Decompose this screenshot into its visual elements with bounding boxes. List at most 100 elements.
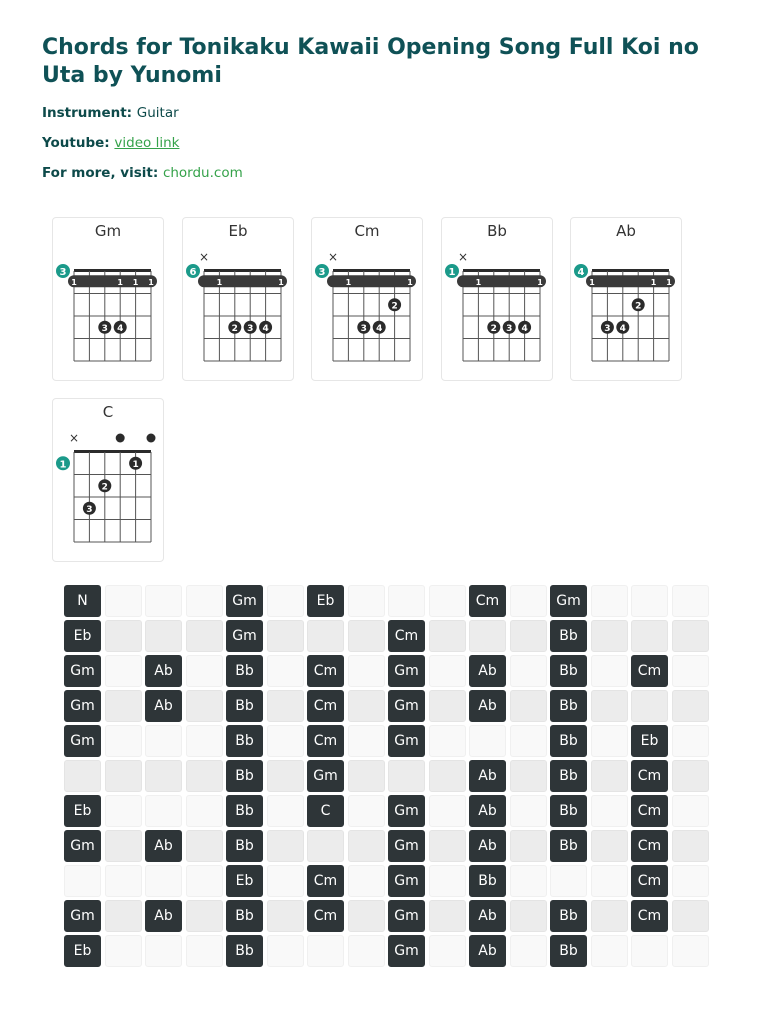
chord-cell[interactable]: Cm <box>307 655 344 687</box>
chord-cell[interactable]: Cm <box>307 865 344 897</box>
chord-cell[interactable]: Ab <box>469 795 506 827</box>
chord-cell[interactable]: Eb <box>631 725 668 757</box>
chord-cell[interactable]: Gm <box>388 830 425 862</box>
chord-cell[interactable]: N <box>64 585 101 617</box>
finger-dot <box>259 320 273 334</box>
empty-beat-cell <box>185 585 223 617</box>
chord-cell[interactable]: Bb <box>226 760 263 792</box>
video-link[interactable]: video link <box>114 135 180 151</box>
chord-cell[interactable]: Bb <box>550 690 587 722</box>
chord-cell[interactable]: Cm <box>631 865 668 897</box>
chord-cell[interactable]: Gm <box>388 690 425 722</box>
chord-cell[interactable]: Cm <box>307 690 344 722</box>
empty-beat-cell <box>428 865 466 897</box>
chord-cell[interactable]: Cm <box>388 620 425 652</box>
chord-cell[interactable]: Bb <box>550 725 587 757</box>
chord-cell[interactable]: Bb <box>550 830 587 862</box>
chord-cell[interactable]: Cm <box>307 900 344 932</box>
chord-cell[interactable]: Bb <box>226 795 263 827</box>
empty-beat-cell <box>185 795 223 827</box>
chord-cell[interactable]: Eb <box>64 935 101 967</box>
chord-cell[interactable]: Cm <box>307 725 344 757</box>
chord-cell[interactable]: Cm <box>631 795 668 827</box>
chord-cell[interactable]: Gm <box>388 900 425 932</box>
chord-cell[interactable]: Cm <box>631 900 668 932</box>
chord-cell[interactable]: Cm <box>631 830 668 862</box>
chord-cell[interactable]: Ab <box>145 655 182 687</box>
empty-beat-cell <box>185 620 223 652</box>
chord-cell[interactable]: Bb <box>550 655 587 687</box>
chord-cell[interactable]: Eb <box>64 795 101 827</box>
chord-cell[interactable]: Gm <box>64 655 101 687</box>
chord-cell[interactable]: Gm <box>64 900 101 932</box>
chord-cell[interactable]: Bb <box>226 830 263 862</box>
empty-beat-cell <box>347 900 385 932</box>
empty-beat-cell <box>104 865 142 897</box>
barre-bar <box>327 275 416 288</box>
chord-cell[interactable]: Bb <box>226 725 263 757</box>
empty-beat-cell <box>388 760 425 792</box>
barre-finger-label: 1 <box>346 278 352 287</box>
barre-finger-label: 1 <box>407 278 413 287</box>
chord-cell[interactable]: Bb <box>550 900 587 932</box>
finger-number: 4 <box>620 324 626 334</box>
chord-cell[interactable]: Gm <box>226 585 263 617</box>
chord-cell[interactable]: Ab <box>145 900 182 932</box>
chord-cell[interactable]: Gm <box>388 795 425 827</box>
chord-cell[interactable]: Cm <box>469 585 506 617</box>
chord-cell[interactable]: Ab <box>469 830 506 862</box>
chord-cell[interactable]: Gm <box>388 865 425 897</box>
chord-cell[interactable]: Bb <box>550 795 587 827</box>
chord-cell[interactable]: Gm <box>307 760 344 792</box>
chord-cell[interactable]: Ab <box>469 900 506 932</box>
chord-cell[interactable]: Gm <box>388 935 425 967</box>
chord-cell[interactable]: Bb <box>226 690 263 722</box>
chord-cell[interactable]: Bb <box>469 865 506 897</box>
chord-cell[interactable]: Ab <box>145 690 182 722</box>
chord-cell[interactable]: Gm <box>64 725 101 757</box>
chord-cell[interactable]: Bb <box>550 760 587 792</box>
chord-cell[interactable]: Gm <box>550 585 587 617</box>
chord-cell[interactable]: Gm <box>388 725 425 757</box>
chord-cell[interactable]: Bb <box>226 900 263 932</box>
chord-cell[interactable]: Bb <box>226 935 263 967</box>
chord-cell[interactable]: Ab <box>469 690 506 722</box>
chord-cell[interactable]: Ab <box>469 655 506 687</box>
finger-dot <box>243 320 257 334</box>
more-line: For more, visit: chordu.com <box>42 165 243 181</box>
chord-cell[interactable]: Bb <box>226 655 263 687</box>
chord-cell[interactable]: Eb <box>307 585 344 617</box>
empty-beat-cell <box>671 690 709 722</box>
chord-cell[interactable]: C <box>307 795 344 827</box>
chord-cell[interactable]: Bb <box>550 620 587 652</box>
barre-finger-label: 1 <box>651 278 657 287</box>
chord-cell[interactable]: Gm <box>64 830 101 862</box>
empty-beat-cell <box>347 830 385 862</box>
empty-beat-cell <box>307 620 344 652</box>
finger-dot <box>518 320 532 334</box>
instrument-value: Guitar <box>136 105 179 121</box>
start-fret-marker <box>55 263 71 279</box>
finger-number: 4 <box>521 324 527 334</box>
barre-finger-label: 1 <box>476 278 482 287</box>
chord-cell[interactable]: Gm <box>388 655 425 687</box>
chord-cell[interactable]: Cm <box>631 655 668 687</box>
chord-cell[interactable]: Ab <box>469 935 506 967</box>
chord-cell[interactable]: Gm <box>64 690 101 722</box>
finger-number: 3 <box>361 324 367 334</box>
chord-cell[interactable]: Cm <box>631 760 668 792</box>
chord-cell[interactable]: Eb <box>64 620 101 652</box>
chord-cell[interactable]: Gm <box>226 620 263 652</box>
chordu-link[interactable]: chordu.com <box>162 165 243 181</box>
chord-cell[interactable]: Ab <box>145 830 182 862</box>
chord-cell[interactable]: Eb <box>226 865 263 897</box>
chord-cell[interactable]: Ab <box>469 760 506 792</box>
chord-cell[interactable]: Bb <box>550 935 587 967</box>
